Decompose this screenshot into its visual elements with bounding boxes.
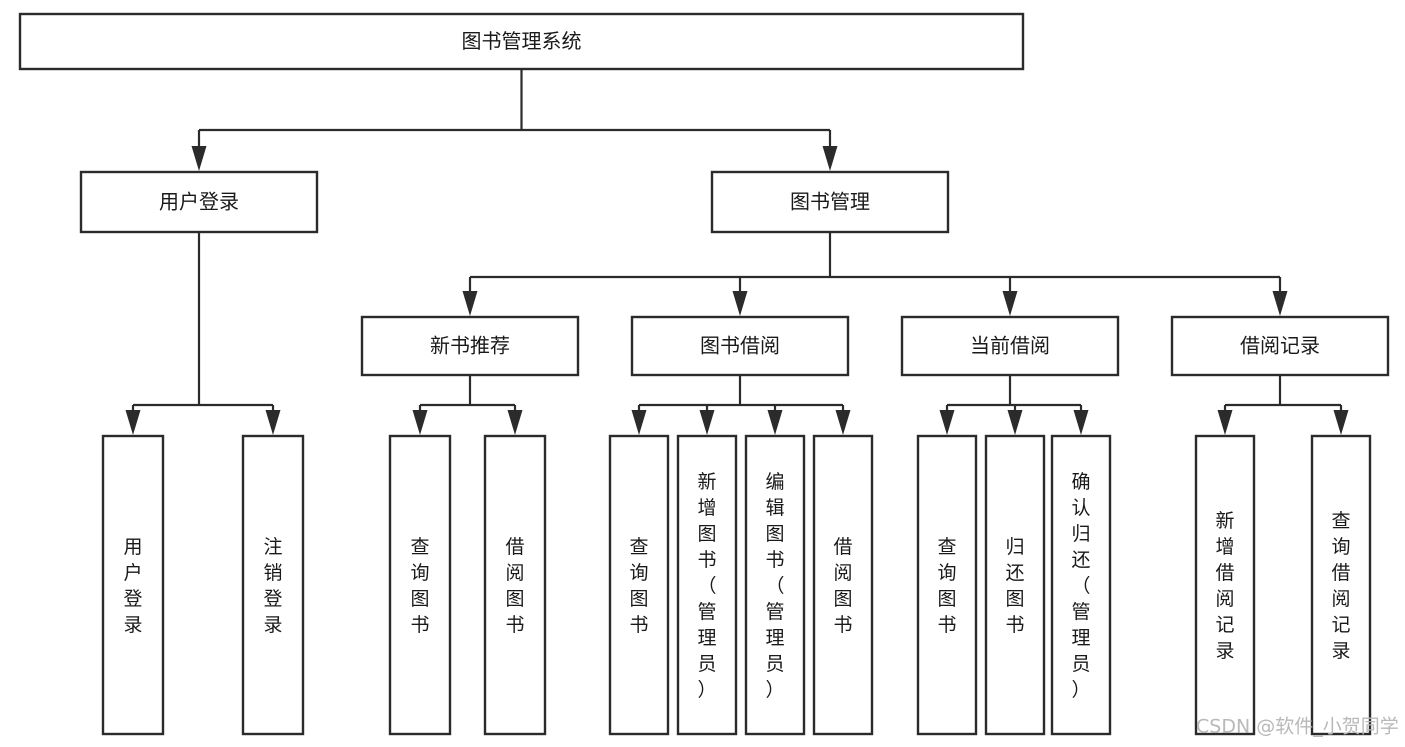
arrow-head-icon xyxy=(1007,410,1023,435)
node-label: 借阅记录 xyxy=(1240,334,1320,358)
node-box[interactable] xyxy=(744,434,806,736)
node-leaf-user-login[interactable]: 用户登录 xyxy=(101,434,165,736)
node-leaf-edit-book[interactable]: 编辑图书（管理员） xyxy=(744,434,806,736)
csdn-watermark: CSDN @软件_小贺同学 xyxy=(1196,716,1399,738)
arrow-head-icon xyxy=(939,410,955,435)
arrow-head-icon xyxy=(767,410,783,435)
node-box[interactable] xyxy=(483,434,547,736)
node-box[interactable] xyxy=(1170,315,1390,377)
node-leaf-logout[interactable]: 注销登录 xyxy=(241,434,305,736)
node-layer: 图书管理系统用户登录图书管理新书推荐图书借阅当前借阅借阅记录用户登录注销登录查询… xyxy=(18,12,1390,736)
node-leaf-query-book-2[interactable]: 查询图书 xyxy=(608,434,670,736)
node-box[interactable] xyxy=(18,12,1025,71)
node-label: 编辑图书（管理员） xyxy=(765,471,784,701)
arrow-head-icon xyxy=(631,410,647,435)
node-box[interactable] xyxy=(900,315,1120,377)
node-leaf-add-book[interactable]: 新增图书（管理员） xyxy=(676,434,738,736)
arrow-head-icon xyxy=(699,410,715,435)
node-box[interactable] xyxy=(79,170,319,234)
node-label: 图书管理系统 xyxy=(462,29,582,53)
node-label: 注销登录 xyxy=(263,536,282,636)
node-box[interactable] xyxy=(916,434,978,736)
node-current-borrow[interactable]: 当前借阅 xyxy=(900,315,1120,377)
node-box[interactable] xyxy=(710,170,950,234)
node-label: 新书推荐 xyxy=(430,334,510,358)
node-label: 当前借阅 xyxy=(970,334,1050,358)
arrow-head-icon xyxy=(1073,410,1089,435)
node-box[interactable] xyxy=(630,315,850,377)
node-root[interactable]: 图书管理系统 xyxy=(18,12,1025,71)
node-box[interactable] xyxy=(984,434,1046,736)
node-leaf-borrow-book-2[interactable]: 借阅图书 xyxy=(812,434,874,736)
arrow-head-icon xyxy=(1217,410,1233,435)
connector-group xyxy=(631,375,851,435)
node-label: 图书借阅 xyxy=(700,334,780,358)
node-leaf-query-book-3[interactable]: 查询图书 xyxy=(916,434,978,736)
node-label: 借阅图书 xyxy=(505,536,524,636)
connector-group xyxy=(1217,375,1349,435)
node-box[interactable] xyxy=(360,315,580,377)
connector-group xyxy=(412,375,523,435)
node-label: 查询图书 xyxy=(937,536,956,636)
node-label: 图书管理 xyxy=(790,190,870,214)
arrow-head-icon xyxy=(1002,291,1018,316)
node-box[interactable] xyxy=(388,434,452,736)
node-label: 借阅图书 xyxy=(833,536,852,636)
node-new-book-rec[interactable]: 新书推荐 xyxy=(360,315,580,377)
node-user-login[interactable]: 用户登录 xyxy=(79,170,319,234)
node-leaf-return-book[interactable]: 归还图书 xyxy=(984,434,1046,736)
arrow-head-icon xyxy=(125,410,141,435)
node-label: 新增借阅记录 xyxy=(1215,510,1234,662)
node-book-borrow[interactable]: 图书借阅 xyxy=(630,315,850,377)
node-leaf-query-record[interactable]: 查询借阅记录 xyxy=(1310,434,1372,736)
node-label: 用户登录 xyxy=(123,536,142,636)
node-box[interactable] xyxy=(812,434,874,736)
node-box[interactable] xyxy=(1194,434,1256,736)
node-box[interactable] xyxy=(1310,434,1372,736)
node-label: 查询图书 xyxy=(410,536,429,636)
node-label: 确认归还（管理员） xyxy=(1071,471,1090,701)
arrow-head-icon xyxy=(835,410,851,435)
node-leaf-borrow-book-1[interactable]: 借阅图书 xyxy=(483,434,547,736)
node-label: 查询图书 xyxy=(629,536,648,636)
node-borrow-record[interactable]: 借阅记录 xyxy=(1170,315,1390,377)
arrow-head-icon xyxy=(265,410,281,435)
node-book-manage[interactable]: 图书管理 xyxy=(710,170,950,234)
connector-group xyxy=(462,232,1288,316)
node-box[interactable] xyxy=(1050,434,1112,736)
node-box[interactable] xyxy=(608,434,670,736)
arrow-head-icon xyxy=(1333,410,1349,435)
arrow-head-icon xyxy=(191,146,207,171)
connector-group xyxy=(939,375,1089,435)
connector-group xyxy=(191,69,838,171)
arrow-head-icon xyxy=(412,410,428,435)
node-label: 用户登录 xyxy=(159,190,239,214)
arrow-head-icon xyxy=(507,410,523,435)
node-label: 新增图书（管理员） xyxy=(697,471,716,701)
connector-layer xyxy=(125,69,1349,435)
arrow-head-icon xyxy=(462,291,478,316)
arrow-head-icon xyxy=(822,146,838,171)
node-box[interactable] xyxy=(241,434,305,736)
arrow-head-icon xyxy=(1272,291,1288,316)
node-leaf-confirm-return[interactable]: 确认归还（管理员） xyxy=(1050,434,1112,736)
node-leaf-query-book-1[interactable]: 查询图书 xyxy=(388,434,452,736)
node-label: 归还图书 xyxy=(1005,536,1024,636)
node-box[interactable] xyxy=(101,434,165,736)
node-box[interactable] xyxy=(676,434,738,736)
arrow-head-icon xyxy=(732,291,748,316)
node-label: 查询借阅记录 xyxy=(1331,510,1350,662)
connector-group xyxy=(125,232,281,435)
node-leaf-add-record[interactable]: 新增借阅记录 xyxy=(1194,434,1256,736)
